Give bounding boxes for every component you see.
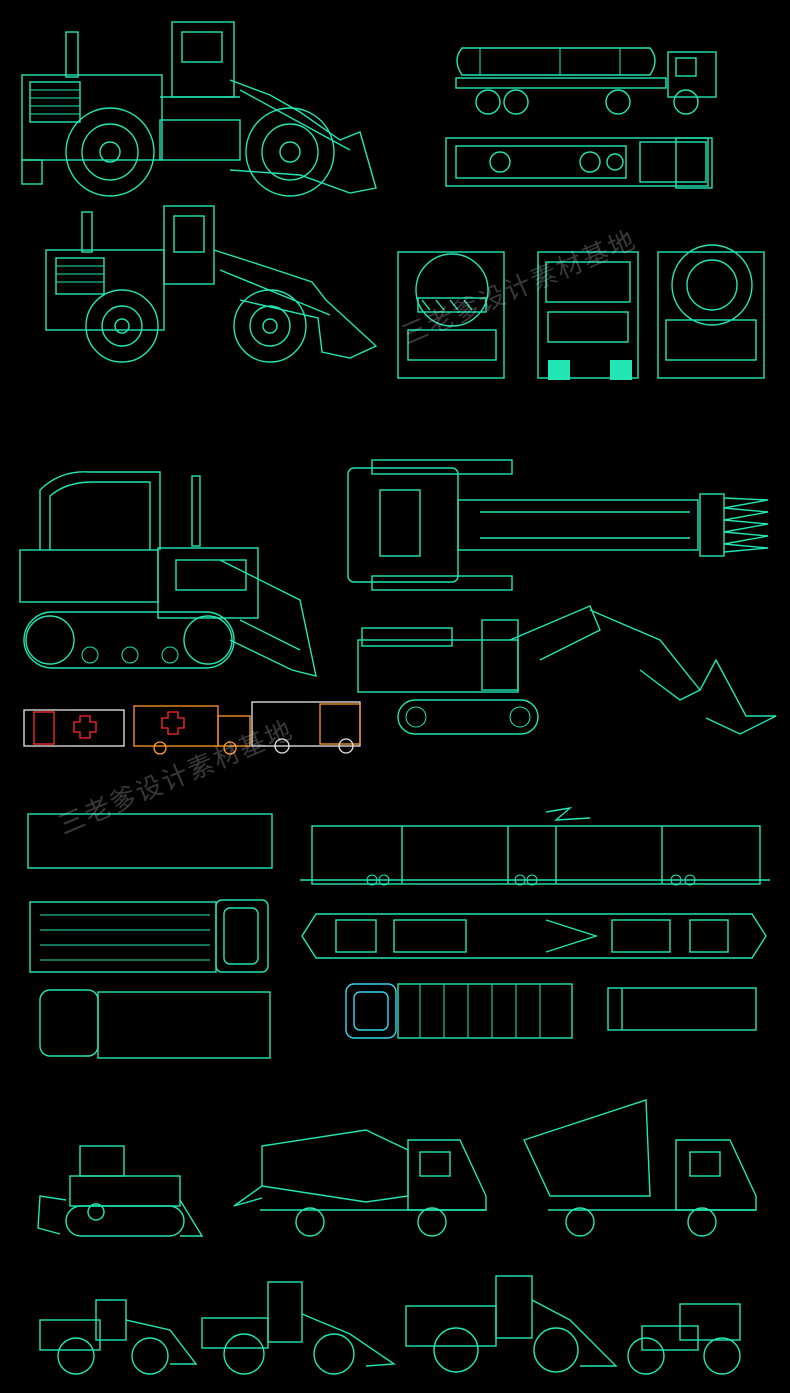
wheel-loader-side-2 [45, 205, 378, 363]
cyan-truck-top-view [345, 983, 573, 1039]
loader-row-bottom [39, 1275, 741, 1375]
tanker-truck-side [455, 47, 717, 115]
truck-plan-outline [39, 989, 271, 1059]
excavator-top-view [347, 459, 769, 591]
truck-top-view [29, 899, 269, 973]
tram-side-view [300, 806, 770, 886]
tram-top-view [301, 913, 767, 959]
small-truck-plan [607, 987, 757, 1031]
tanker-front-views [397, 244, 765, 380]
vehicle-plan-outline-1 [27, 813, 273, 869]
excavator-side-view [357, 605, 777, 735]
small-bulldozer [37, 1145, 204, 1237]
ambulance-and-box-truck [23, 701, 361, 755]
wheel-loader-side-1 [21, 21, 377, 197]
concrete-mixer-truck [233, 1129, 487, 1237]
tanker-truck-top [445, 137, 713, 189]
dump-truck [523, 1099, 757, 1237]
crawler-bulldozer-side [19, 471, 317, 677]
